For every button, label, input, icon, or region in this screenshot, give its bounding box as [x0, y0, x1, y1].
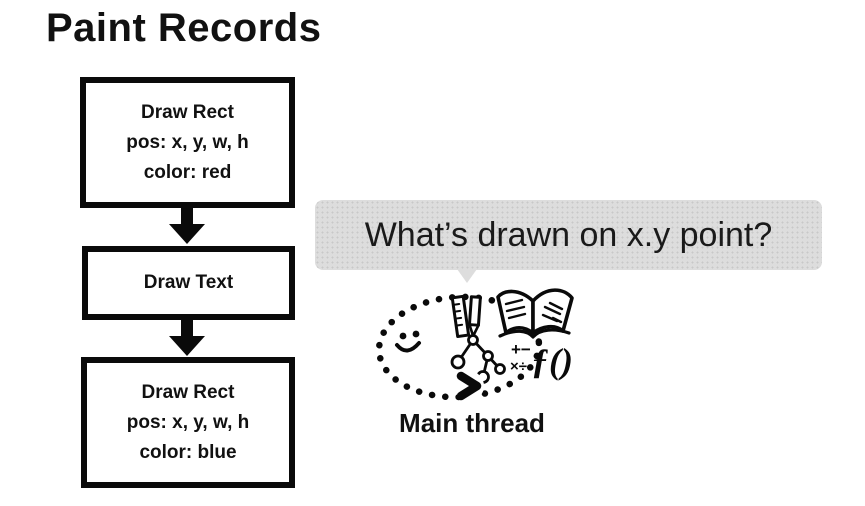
box-line: color: blue — [139, 441, 237, 463]
pencil-icon — [467, 295, 482, 338]
box-line: Draw Rect — [141, 101, 234, 123]
smiley-face-icon — [395, 330, 421, 353]
box-line: Draw Text — [143, 272, 234, 293]
times-divide-symbols: ×÷ — [510, 358, 527, 375]
box-line: pos: x, y, w, h — [126, 131, 249, 153]
main-thread-label: Main thread — [399, 408, 545, 438]
flow-box-draw-rect-blue: Draw Rect pos: x, y, w, h color: blue — [81, 357, 295, 488]
open-book-icon — [496, 288, 574, 339]
chevron-right-icon — [456, 371, 482, 401]
flow-box-draw-text: Draw Text — [82, 246, 295, 320]
flow-box-draw-rect-red: Draw Rect pos: x, y, w, h color: red — [80, 77, 295, 208]
down-arrow-icon — [169, 224, 205, 244]
box-line: color: red — [143, 161, 232, 183]
main-thread-doodle-icon: +− ×÷ ƒ() — [375, 288, 574, 401]
page-title: Paint Records — [46, 6, 322, 50]
plus-minus-symbols: +− — [511, 340, 531, 359]
box-line: Draw Rect — [141, 381, 235, 403]
speech-bubble-tail — [457, 269, 477, 283]
down-arrow-icon — [169, 336, 205, 356]
speech-bubble-text: What’s drawn on x.y point? — [364, 215, 773, 254]
ruler-icon — [450, 294, 471, 339]
down-arrow-stem — [181, 318, 193, 337]
down-arrow-stem — [181, 206, 193, 226]
box-line: pos: x, y, w, h — [126, 411, 250, 433]
function-notation-symbol: ƒ() — [531, 341, 573, 381]
speech-bubble: What’s drawn on x.y point? — [315, 200, 822, 270]
